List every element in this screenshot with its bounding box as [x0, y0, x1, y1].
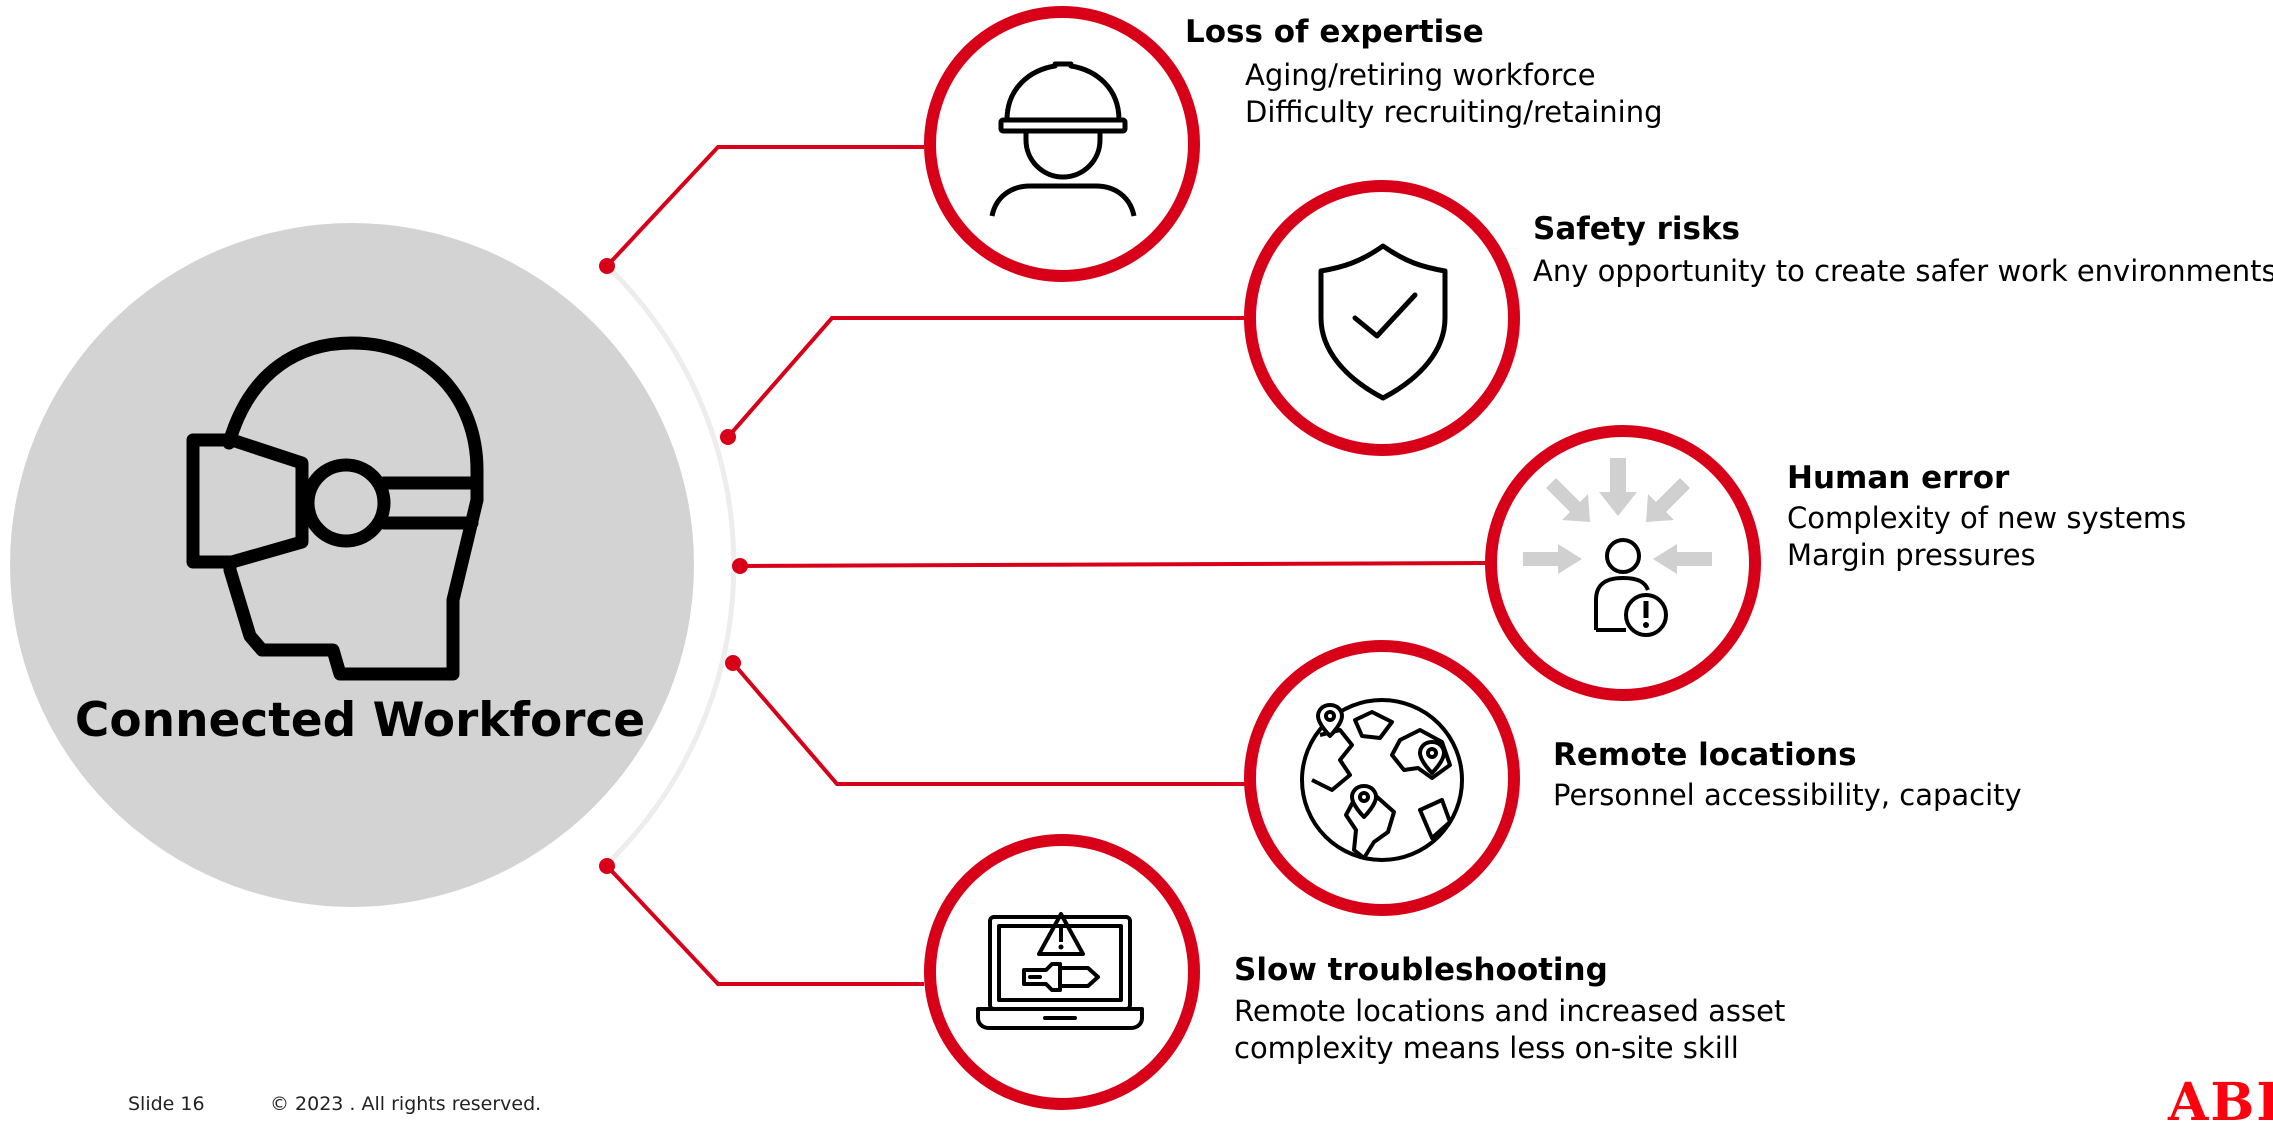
laptop-warning-mark — [1058, 927, 1064, 950]
challenge-desc-human-error-1: Complexity of new systems — [1787, 501, 2187, 535]
challenge-desc-loss-of-expertise-1: Aging/retiring workforce — [1245, 58, 1596, 92]
challenge-title-safety-risks: Safety risks — [1533, 211, 1741, 247]
copyright-notice: © 2023 . All rights reserved. — [270, 1093, 542, 1115]
challenge-title-loss-of-expertise: Loss of expertise — [1185, 14, 1484, 50]
vr-headset-head-icon — [186, 336, 484, 681]
hub-title: Connected Workforce — [74, 693, 646, 748]
person-alert-icon — [1523, 458, 1712, 637]
connector-lines — [605, 145, 1486, 986]
challenge-desc-human-error-2: Margin pressures — [1787, 538, 2036, 572]
laptop-warning-icon — [976, 912, 1144, 1030]
challenge-title-human-error: Human error — [1787, 460, 2010, 496]
hub-circle — [10, 223, 694, 907]
connector-dots — [599, 258, 748, 874]
globe-pins-icon — [1300, 698, 1464, 862]
challenge-desc-slow-troubleshooting-1: Remote locations and increased asset — [1234, 994, 1786, 1028]
hard-hat-worker-icon — [989, 61, 1137, 217]
challenge-desc-slow-troubleshooting-2: complexity means less on-site skill — [1234, 1031, 1739, 1065]
abb-logo: ABB — [2168, 1072, 2273, 1133]
challenge-title-slow-troubleshooting: Slow troubleshooting — [1234, 952, 1608, 988]
challenge-desc-safety-risks-1: Any opportunity to create safer work env… — [1533, 254, 2273, 288]
shield-check-icon — [1318, 243, 1448, 401]
ring-remote-locations — [1244, 640, 1520, 916]
slide-number: Slide 16 — [128, 1093, 205, 1115]
challenge-desc-loss-of-expertise-2: Difficulty recruiting/retaining — [1245, 95, 1663, 129]
challenge-desc-remote-locations-1: Personnel accessibility, capacity — [1553, 778, 2022, 812]
challenge-title-remote-locations: Remote locations — [1553, 737, 1857, 773]
ring-loss-of-expertise — [924, 6, 1200, 282]
ring-safety-risks — [1244, 180, 1520, 456]
